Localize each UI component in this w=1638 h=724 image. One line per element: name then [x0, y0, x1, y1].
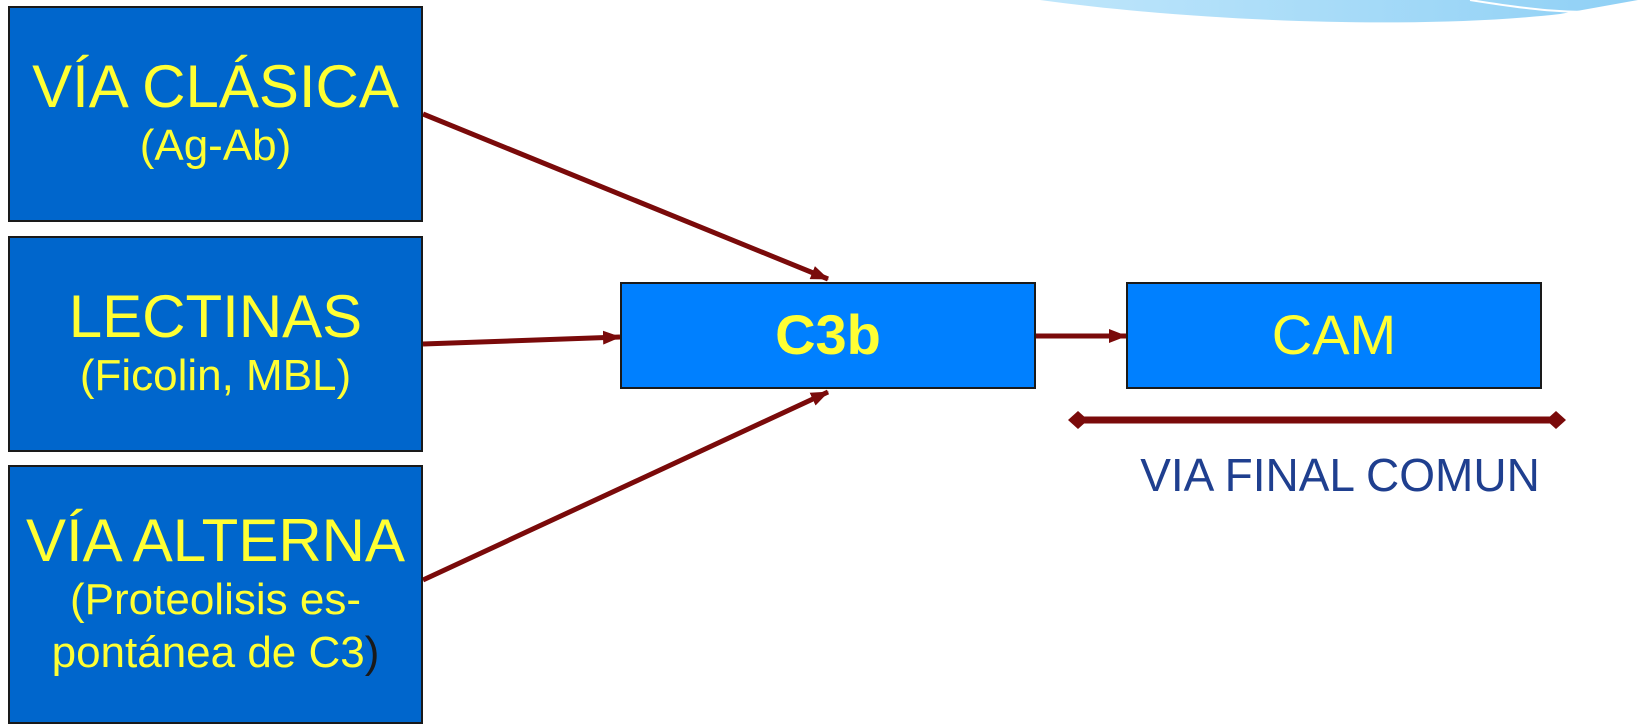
arrow-lectinas-to-c3b [422, 330, 621, 347]
node-c3b-title: C3b [775, 303, 881, 367]
bracket-right-diamond [1546, 411, 1566, 429]
decorative-swoosh [1040, 0, 1638, 23]
final-pathway-caption: VIA FINAL COMUN [1140, 449, 1540, 501]
node-via-alterna-title: VÍA ALTERNA [25, 507, 406, 575]
node-via-clasica-title: VÍA CLÁSICA [32, 53, 399, 121]
node-via-alterna-subtitle-line2: pontánea de C3) [52, 627, 380, 680]
node-lectinas-title: LECTINAS [68, 283, 363, 351]
node-via-alterna-subtitle-line2-text: pontánea de C3 [51, 627, 365, 677]
node-lectinas-subtitle: (Ficolin, MBL) [79, 351, 352, 400]
node-cam: CAM [1126, 282, 1542, 389]
node-via-alterna-subtitle-line1: (Proteolisis es- [70, 575, 361, 625]
bracket-left-diamond [1068, 411, 1088, 429]
node-via-clasica-subtitle: (Ag-Ab) [139, 121, 292, 170]
node-via-alterna: VÍA ALTERNA (Proteolisis es- pontánea de… [8, 465, 423, 724]
arrow-clasica-to-c3b [422, 111, 829, 282]
node-cam-title: CAM [1271, 303, 1397, 367]
node-via-alterna-closing-paren: ) [364, 627, 380, 677]
node-c3b: C3b [620, 282, 1036, 389]
arrow-alterna-to-c3b [421, 389, 830, 583]
node-lectinas: LECTINAS (Ficolin, MBL) [8, 236, 423, 452]
node-via-clasica: VÍA CLÁSICA (Ag-Ab) [8, 6, 423, 222]
